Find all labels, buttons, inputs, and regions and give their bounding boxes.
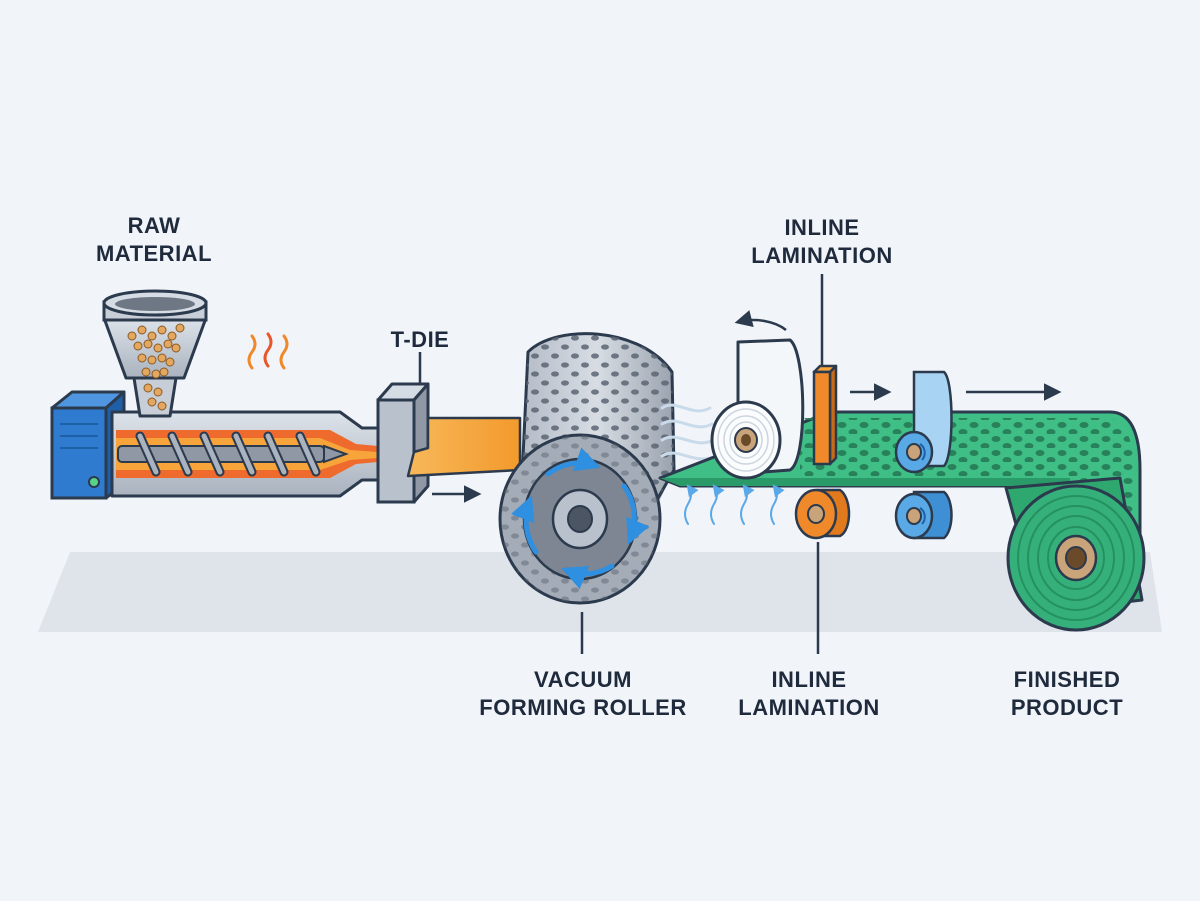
vacuum-suction-arrows-icon xyxy=(684,484,785,525)
label-line: FINISHED xyxy=(1013,667,1121,692)
rotation-arrows-icon xyxy=(511,447,650,590)
vacuum-forming-roller xyxy=(498,332,676,605)
label-raw-material: RAW MATERIAL xyxy=(84,212,224,268)
label-line: INLINE xyxy=(771,667,847,692)
label-line: PRODUCT xyxy=(1010,695,1124,720)
pellets-icon xyxy=(127,323,185,411)
label-line: LAMINATION xyxy=(738,695,880,720)
label-vacuum-forming-roller: VACUUM FORMING ROLLER xyxy=(472,666,694,722)
rewind-arrow-icon xyxy=(734,310,787,331)
label-line: RAW xyxy=(127,213,181,238)
nip-roller-lower xyxy=(894,490,953,540)
status-light-icon xyxy=(88,476,100,488)
nip-roller-upper xyxy=(894,370,953,474)
lamination-plate xyxy=(812,364,838,466)
label-finished-product: FINISHED PRODUCT xyxy=(996,666,1138,722)
extruder-barrel xyxy=(110,410,382,498)
lamination-film-roll xyxy=(710,310,805,480)
label-line: VACUUM xyxy=(534,667,632,692)
label-inline-lamination-top: INLINE LAMINATION xyxy=(742,214,902,270)
hopper xyxy=(102,289,208,418)
finished-product-roll xyxy=(1004,476,1146,632)
heat-waves-icon xyxy=(247,332,289,370)
t-die xyxy=(376,382,430,504)
lamination-roller-lower xyxy=(794,488,851,540)
label-t-die: T-DIE xyxy=(390,327,450,352)
label-line: MATERIAL xyxy=(95,241,213,266)
label-line: LAMINATION xyxy=(751,243,893,268)
label-line: INLINE xyxy=(784,215,860,240)
label-inline-lamination-bottom: INLINE LAMINATION xyxy=(718,666,900,722)
molten-sheet xyxy=(406,416,522,478)
label-line: FORMING ROLLER xyxy=(479,695,687,720)
